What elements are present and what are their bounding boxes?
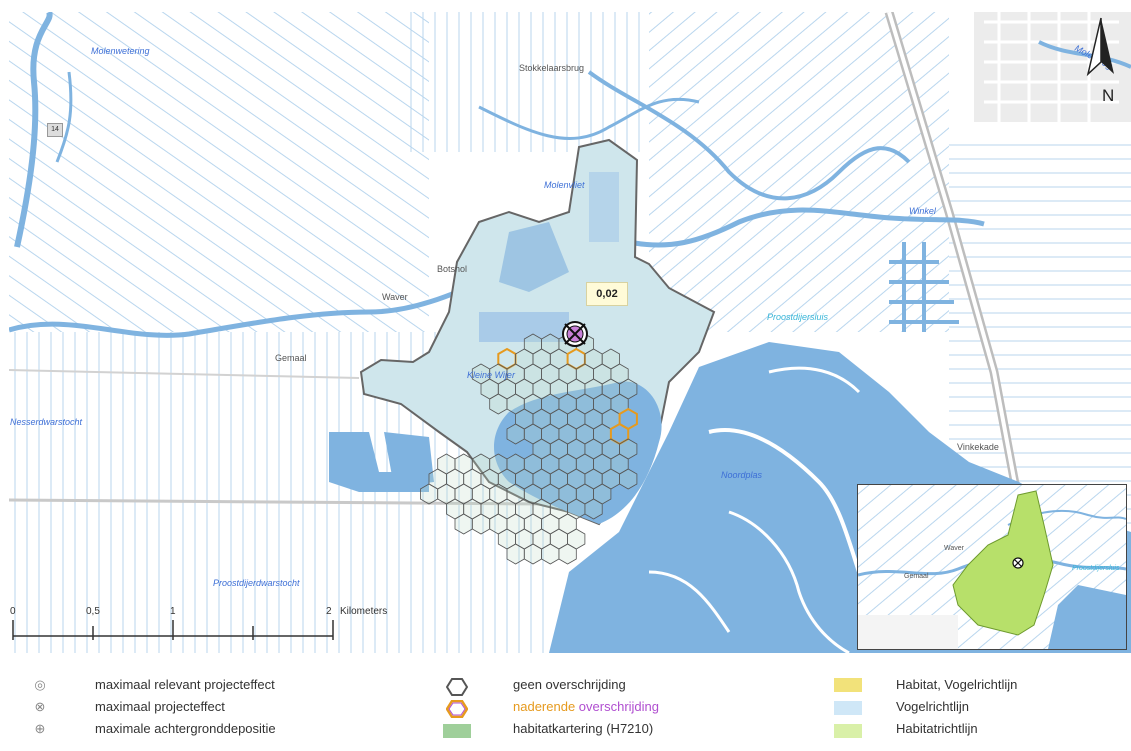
lake-botshol-north — [499, 222, 569, 292]
pond-3 — [359, 472, 429, 492]
wetland-molenvliet — [589, 172, 619, 242]
scale-tick-05: 0,5 — [86, 606, 100, 617]
label-nesserdwarstocht: Nesserdwarstocht — [10, 417, 83, 427]
scale-tick-1: 1 — [170, 606, 176, 617]
label-kleine-wijer: Kleine Wijer — [467, 370, 515, 380]
road-gemaal — [9, 369, 360, 379]
map-legend: ◎ maximaal relevant projecteffect ⊗ maxi… — [0, 664, 1131, 751]
river-molenvliet — [478, 97, 700, 140]
habitat-mapping-swatch — [443, 724, 471, 738]
lake-botshol-mid — [479, 312, 569, 342]
canal-west-2 — [55, 71, 73, 163]
legend-max-project-effect: maximaal projecteffect — [95, 699, 225, 714]
legend-approaching-word: naderende — [513, 699, 576, 714]
label-botshol: Botshol — [437, 264, 468, 274]
inset-label-gemaal: Gemaal — [904, 573, 929, 580]
label-waver: Waver — [382, 292, 408, 302]
scale-tick-0: 0 — [10, 606, 16, 617]
lake-island-4 — [768, 366, 861, 394]
road-number-badge: 14 — [47, 123, 63, 137]
habitat-vogel-swatch — [834, 678, 862, 692]
scale-bar-graphic — [12, 620, 334, 640]
lake-island-3 — [648, 570, 731, 633]
scale-tick-2: 2 — [326, 606, 332, 617]
hexagon-receptor — [558, 543, 577, 565]
north-label: N — [1102, 86, 1115, 105]
polder-ditches-ne — [649, 12, 949, 332]
inset-label-waver: Waver — [944, 545, 964, 552]
inset-layer — [858, 485, 1126, 649]
river-ne — [1038, 40, 1131, 69]
map-canvas[interactable]: Molenwetering Stokkelaarsbrug Molenvliet… — [9, 12, 1131, 653]
label-stokkelaarsbrug: Stokkelaarsbrug — [519, 63, 585, 73]
legend-no-exceedance: geen overschrijding — [513, 677, 626, 692]
map-layer — [9, 12, 1131, 653]
canal-west — [14, 12, 53, 248]
road-south — [9, 498, 550, 506]
circle-plus-icon: ⊕ — [34, 721, 46, 736]
label-proostdijersluis: Proostdijersluis — [767, 312, 829, 322]
legend-habitatrichtlijn: Habitatrichtlijn — [896, 721, 978, 736]
scale-bar: 0 0,5 1 2 Kilometers — [10, 604, 470, 648]
hexagon-receptor — [619, 468, 638, 490]
label-gemaal: Gemaal — [275, 353, 307, 363]
legend-exceedance-word: overschrijding — [578, 699, 659, 714]
project-source-marker[interactable] — [562, 321, 588, 347]
label-proostdijerdwarstocht: Proostdijerdwarstocht — [213, 578, 300, 588]
inset-label-proostdijersluis: Proostdijersluis — [1072, 565, 1120, 572]
legend-approaching-exceedance: naderende overschrijding — [513, 699, 659, 714]
vogelrichtlijn-swatch — [834, 701, 862, 715]
label-molenwetering: Molenwetering — [91, 46, 150, 56]
lake-island-2 — [728, 510, 850, 653]
label-winkel: Winkel — [909, 206, 936, 216]
legend-max-relevant-effect: maximaal relevant projecteffect — [95, 677, 275, 692]
legend-habitat-mapping: habitatkartering (H7210) — [513, 721, 654, 736]
circle-cross-icon: ⊗ — [34, 699, 46, 714]
habitatrichtlijn-swatch — [834, 724, 862, 738]
overview-inset-map: Waver Gemaal Proostdijersluis — [857, 484, 1127, 650]
label-molenvliet: Molenvliet — [544, 180, 585, 190]
hexagon-grid — [419, 333, 638, 565]
legend-vogelrichtlijn: Vogelrichtlijn — [896, 699, 969, 714]
scale-unit: Kilometers — [340, 606, 388, 617]
north-arrow-icon — [1086, 17, 1114, 77]
hexagon-grey-icon — [446, 678, 468, 696]
marina — [889, 242, 959, 332]
lake-island-1 — [708, 428, 861, 573]
inset-project-marker — [1012, 557, 1024, 569]
north-arrow: N — [1084, 14, 1118, 106]
label-noordplas: Noordplas — [721, 470, 763, 480]
river-winkel — [587, 70, 911, 201]
deposition-value-label: 0,02 — [586, 282, 628, 306]
hexagon-orange-icon — [446, 700, 468, 718]
legend-habitat-vogelrichtlijn: Habitat, Vogelrichtlijn — [896, 677, 1018, 692]
hexagon-receptor — [584, 498, 603, 520]
legend-max-background-deposition: maximale achtergronddepositie — [95, 721, 276, 736]
polder-ditches-nw — [9, 12, 429, 332]
label-vinkekade: Vinkekade — [957, 442, 999, 452]
double-circle-icon: ◎ — [34, 677, 46, 692]
